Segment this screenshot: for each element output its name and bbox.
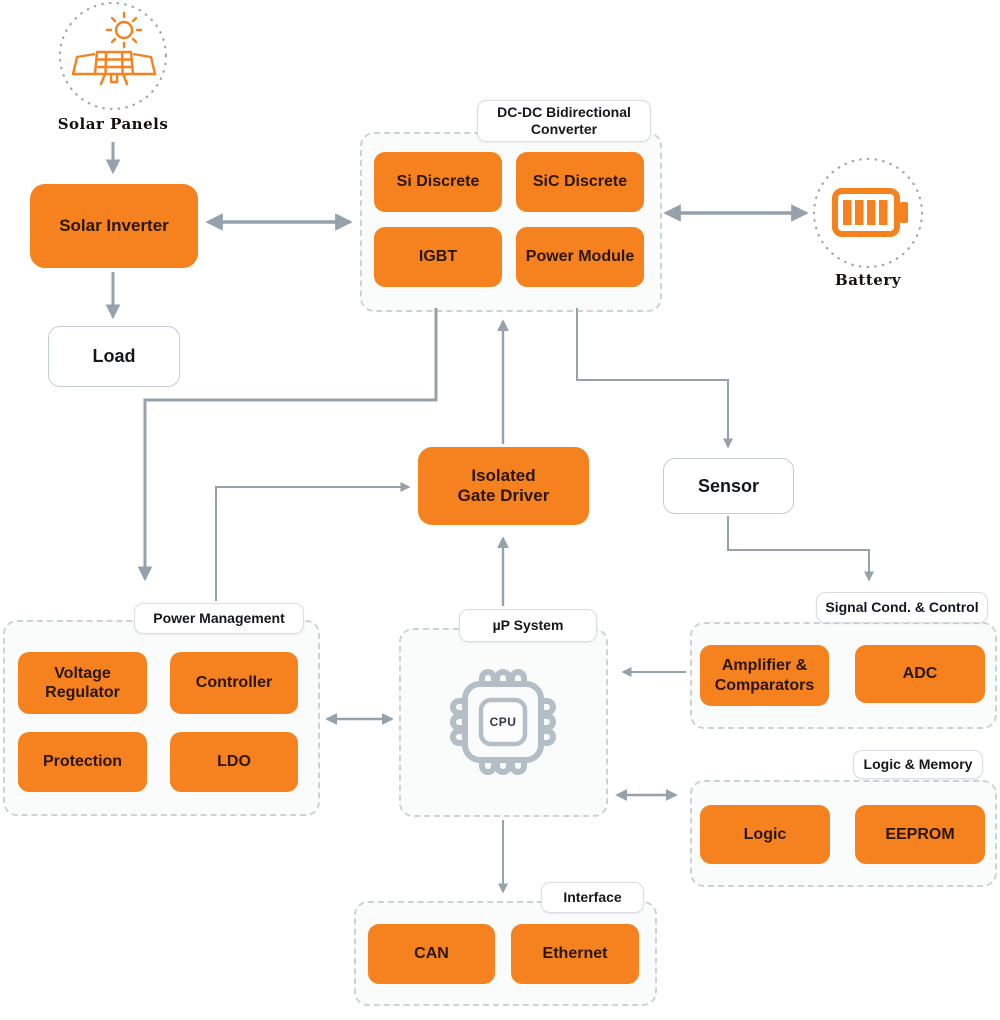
- chip-amplifier-comparators: Amplifier & Comparators: [700, 645, 829, 706]
- chip-logic: Logic: [700, 805, 830, 864]
- solar-panels-label: Solar Panels: [57, 115, 169, 133]
- chip-ldo: LDO: [170, 732, 298, 792]
- battery-icon: [808, 153, 928, 273]
- arrow-power-management-to-gate-driver: [215, 482, 411, 601]
- isolated-gate-driver-line2: Gate Driver: [457, 486, 550, 505]
- group-label-interface: Interface: [541, 882, 644, 913]
- chip-protection: Protection: [18, 732, 147, 792]
- node-solar-inverter: Solar Inverter: [30, 184, 198, 268]
- arrow-sensor-to-signal-cond: [727, 516, 874, 582]
- chip-eeprom: EEPROM: [855, 805, 985, 864]
- cpu-chip-icon: [443, 662, 563, 782]
- cpu-label: CPU: [489, 715, 517, 729]
- chip-sic-discrete: SiC Discrete: [516, 152, 644, 212]
- node-sensor: Sensor: [663, 458, 794, 514]
- chip-can: CAN: [368, 924, 495, 984]
- group-label-power-management: Power Management: [134, 603, 304, 634]
- chip-power-module: Power Module: [516, 227, 644, 287]
- isolated-gate-driver-line1: Isolated: [471, 465, 536, 485]
- battery-label: Battery: [835, 271, 901, 289]
- solar-panels-icon: [53, 0, 173, 115]
- chip-adc: ADC: [855, 645, 985, 703]
- arrow-dcdc-to-power-management: [137, 308, 438, 582]
- arrow-dcdc-to-sensor: [576, 308, 733, 449]
- node-isolated-gate-driver: Isolated Gate Driver: [418, 447, 589, 525]
- chip-igbt: IGBT: [374, 227, 502, 287]
- chip-ethernet: Ethernet: [511, 924, 639, 984]
- group-label-up-system: µP System: [459, 609, 597, 642]
- group-label-signal-cond-control: Signal Cond. & Control: [816, 592, 988, 623]
- chip-voltage-regulator: Voltage Regulator: [18, 652, 147, 714]
- group-label-dcdc-converter: DC-DC Bidirectional Converter: [477, 100, 651, 142]
- chip-si-discrete: Si Discrete: [374, 152, 502, 212]
- node-load: Load: [48, 326, 180, 387]
- group-label-logic-memory: Logic & Memory: [853, 750, 983, 779]
- chip-controller: Controller: [170, 652, 298, 714]
